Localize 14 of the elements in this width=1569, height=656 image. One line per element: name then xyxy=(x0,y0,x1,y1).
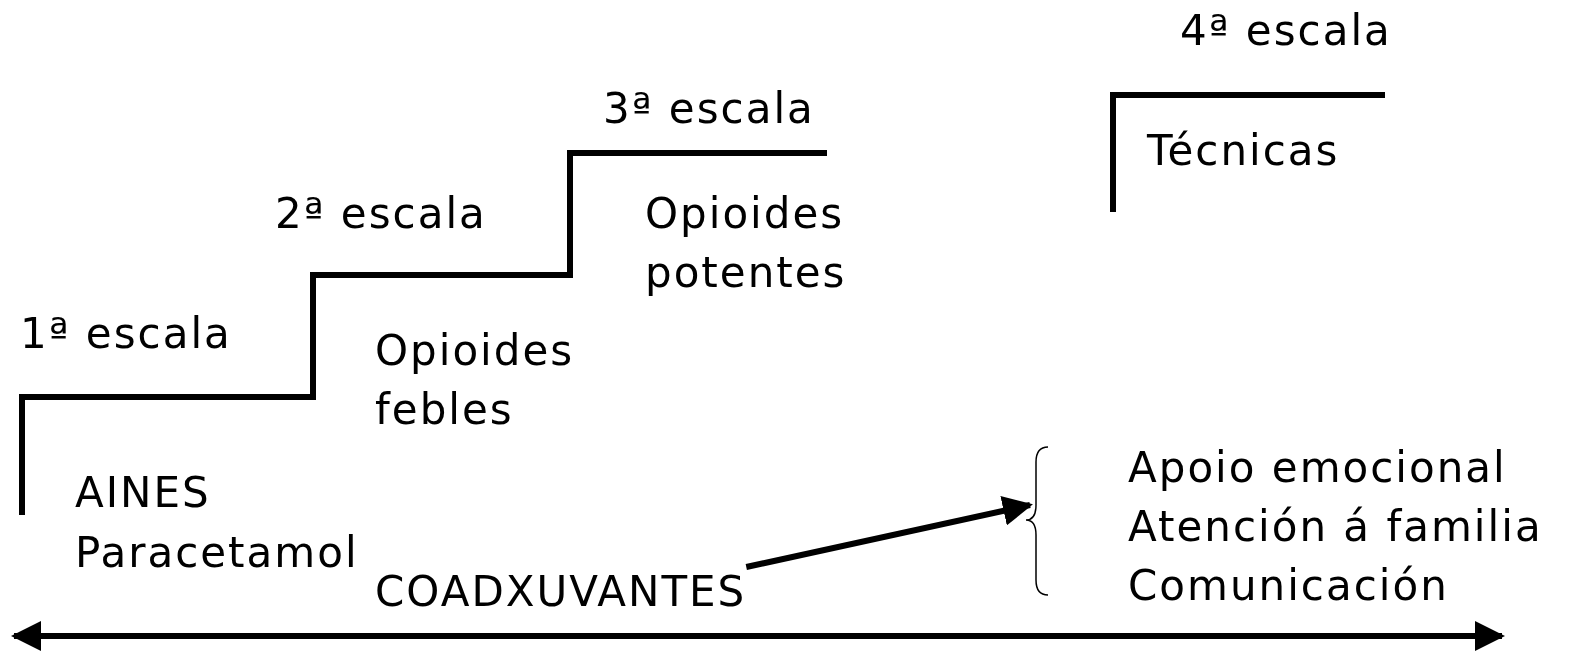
arrow xyxy=(745,496,1033,570)
list-item: Atención á familia xyxy=(1128,501,1543,553)
step-label: AINES xyxy=(75,466,211,519)
step-label: 4ª escala xyxy=(1180,4,1392,57)
step-label: Paracetamol xyxy=(75,526,359,579)
step-label: 1ª escala xyxy=(20,307,232,360)
group-label: COADXUVANTES xyxy=(375,566,747,618)
step-label: Técnicas xyxy=(1147,124,1340,177)
list-item: Comunicación xyxy=(1128,560,1449,612)
step-label: Opioides potentes xyxy=(645,187,848,299)
step-label: 3ª escala xyxy=(603,82,815,135)
list-item: Apoio emocional xyxy=(1128,442,1507,494)
step-label: 2ª escala xyxy=(275,187,487,240)
step-label: Opioides febles xyxy=(375,324,576,436)
